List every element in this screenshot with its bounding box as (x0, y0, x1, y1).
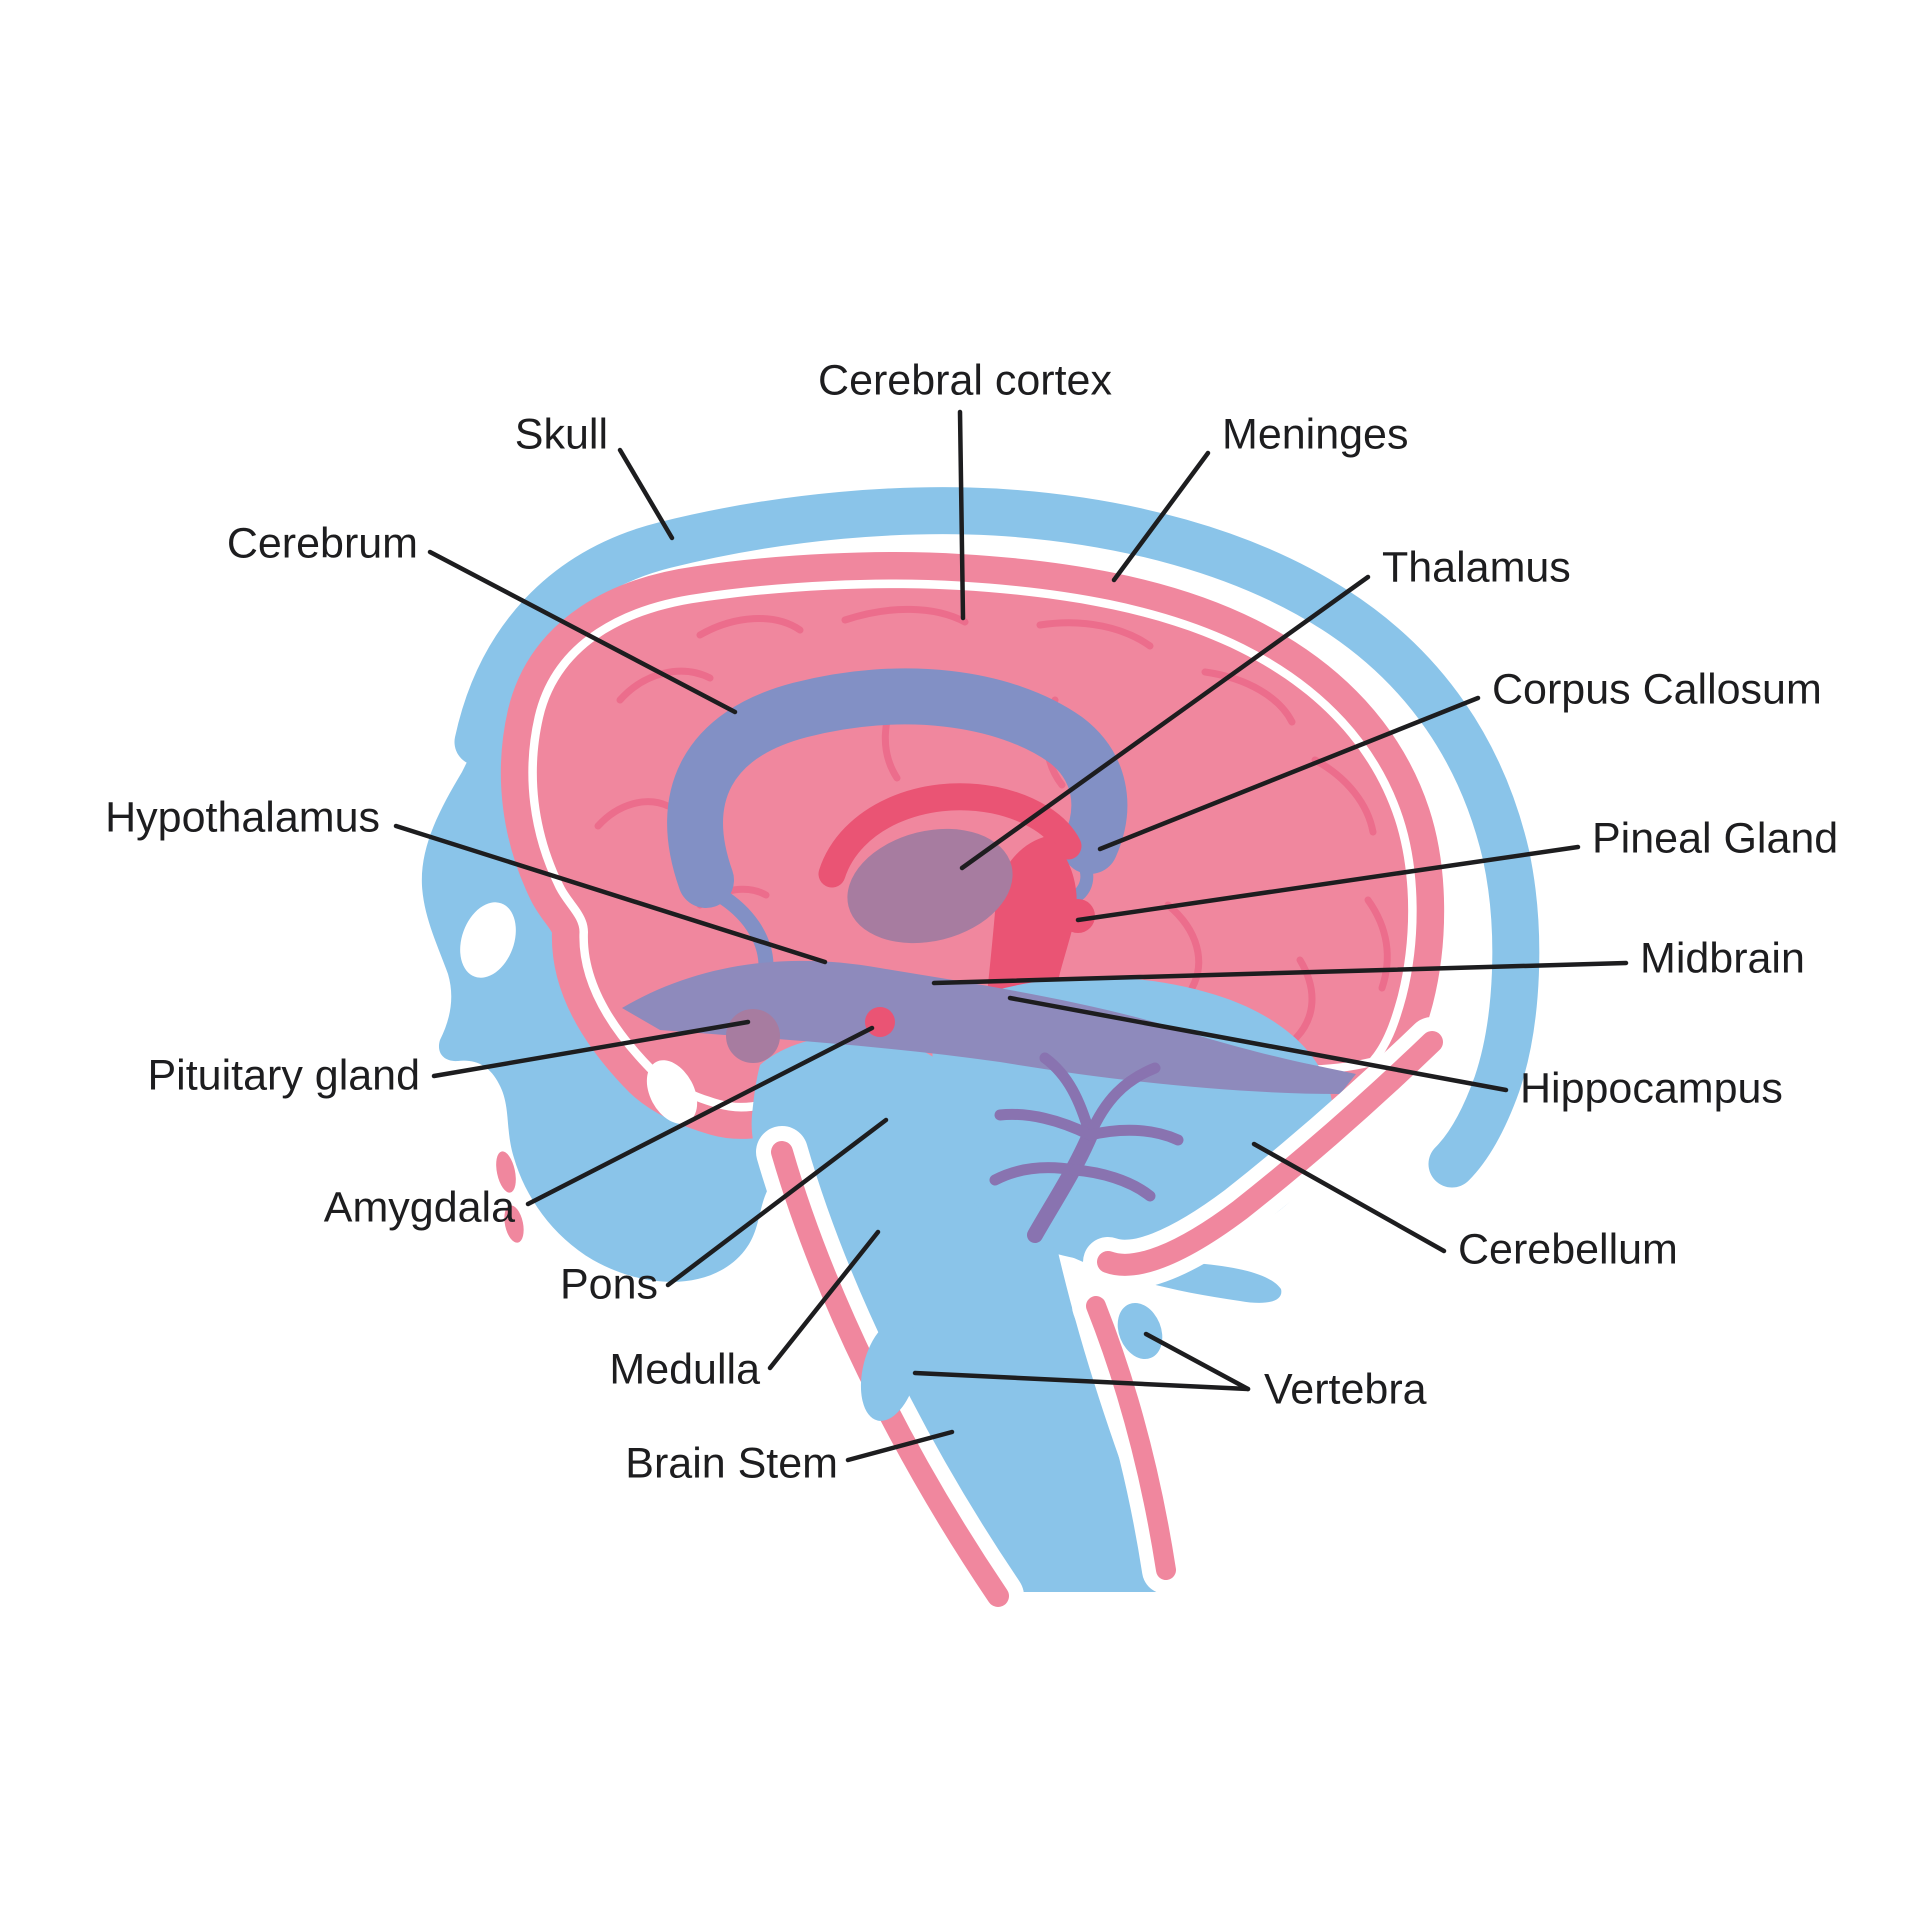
leader-pituitary-gland (431, 1019, 751, 1079)
arbor-branch (1084, 1062, 1161, 1141)
label-vertebra: Vertebra (1264, 1365, 1427, 1413)
sulcus (594, 798, 672, 830)
label-medulla: Medulla (609, 1345, 760, 1393)
leader-cerebral-cortex (957, 409, 966, 621)
label-amygdala: Amygdala (324, 1183, 515, 1231)
ear-hole (646, 1060, 698, 1124)
label-hippocampus: Hippocampus (1520, 1064, 1783, 1112)
leader-skull (617, 447, 675, 541)
label-cerebrum: Cerebrum (227, 519, 418, 567)
sulcus (696, 615, 804, 639)
vertebra-left (860, 1319, 920, 1421)
arbor-branch (1084, 1124, 1184, 1146)
label-cerebellum: Cerebellum (1458, 1225, 1678, 1273)
leader-midbrain (931, 960, 1629, 986)
vertebra-right (1117, 1302, 1163, 1360)
leader-thalamus (959, 574, 1371, 871)
eye-socket (460, 902, 516, 978)
sulcus (1036, 619, 1154, 650)
label-skull: Skull (515, 410, 608, 458)
sulcus (1311, 756, 1377, 836)
label-pons: Pons (560, 1260, 658, 1308)
leader-cerebrum (427, 549, 738, 715)
sulcus (841, 605, 969, 626)
temporal-band (622, 960, 1356, 1094)
label-thalamus: Thalamus (1382, 543, 1571, 591)
leader-meninges (1111, 450, 1211, 583)
leader-hypothalamus (393, 823, 828, 965)
skull-base-tongue (1038, 1200, 1282, 1303)
leader-vertebra-upper (1143, 1331, 1251, 1392)
label-corpus-callosum: Corpus Callosum (1492, 665, 1822, 713)
cingulate-crescent (818, 783, 1082, 888)
leader-cerebellum (1251, 1141, 1447, 1254)
nostril-mark (387, 1062, 413, 1110)
label-brain-stem: Brain Stem (625, 1439, 838, 1487)
label-cerebral-cortex: Cerebral cortex (818, 356, 1112, 404)
pituitary-gland-shape (726, 1009, 780, 1063)
leader-hippocampus (1007, 995, 1509, 1093)
arbor-branch (1069, 1164, 1156, 1202)
leader-pineal-gland (1075, 844, 1581, 923)
leader-brain-stem (845, 1429, 955, 1463)
lower-lip-mark (504, 1205, 524, 1243)
arbor-vitae (989, 1052, 1184, 1243)
label-pineal-gland: Pineal Gland (1592, 814, 1838, 862)
label-hypothalamus: Hypothalamus (105, 793, 380, 841)
arbor-branch (994, 1108, 1096, 1141)
amygdala-shape (865, 1007, 895, 1037)
leader-pons (665, 1117, 889, 1288)
sulcus (1164, 901, 1203, 992)
leader-vertebra-lower (912, 1370, 1251, 1392)
sulcus (1364, 896, 1391, 992)
label-meninges: Meninges (1222, 410, 1408, 458)
leader-medulla (767, 1229, 881, 1371)
labels: Skull Cerebrum Hypothalamus Pituitary gl… (105, 356, 1838, 1487)
leader-lines (393, 409, 1629, 1463)
cerebellum-wrap-ribbon (1097, 1031, 1443, 1276)
leader-amygdala (525, 1025, 875, 1207)
arbor-branch (1039, 1052, 1096, 1141)
arbor-trunk (1027, 1127, 1098, 1243)
leader-corpus-callosum (1097, 695, 1481, 852)
cranium-band (454, 487, 1540, 1188)
stem-right-ribbon (1086, 1296, 1176, 1580)
label-pituitary-gland: Pituitary gland (148, 1051, 421, 1099)
sulcus (1292, 956, 1316, 1042)
upper-lip-mark (496, 1151, 516, 1193)
label-midbrain: Midbrain (1640, 934, 1805, 982)
pineal-gland-shape (1061, 899, 1095, 933)
sulcus (1201, 668, 1296, 726)
thalamus-shape (847, 828, 1013, 944)
arbor-branch (989, 1162, 1081, 1186)
